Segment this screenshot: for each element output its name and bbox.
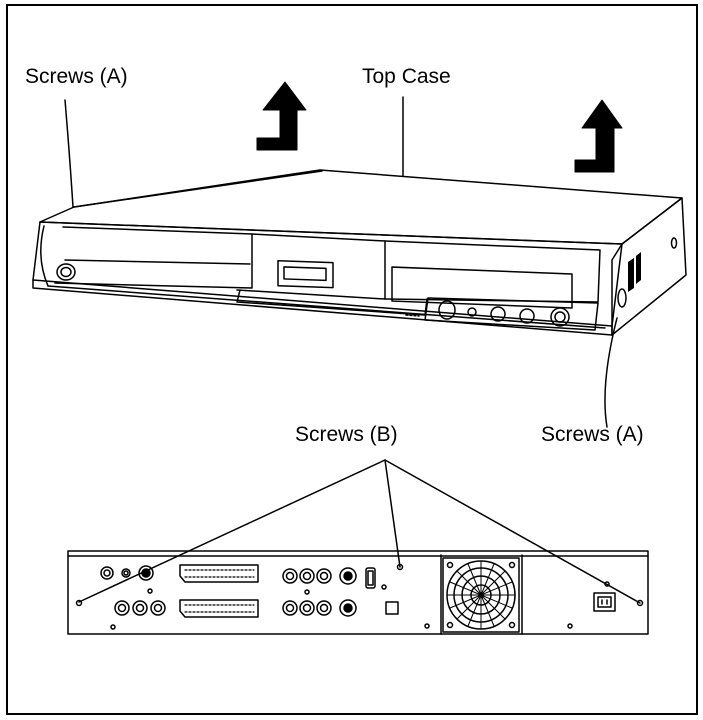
control-button-2 bbox=[519, 308, 535, 324]
scart-connector-2 bbox=[179, 599, 259, 618]
rear-screw bbox=[424, 623, 430, 629]
up-arrow-icon bbox=[256, 81, 307, 151]
recorder-unit bbox=[32, 169, 687, 336]
hdmi-port-inner bbox=[367, 570, 374, 586]
control-button-3-inner bbox=[554, 311, 566, 323]
button-panel bbox=[424, 297, 599, 331]
rca-jack bbox=[150, 600, 166, 616]
control-button-3 bbox=[550, 307, 570, 327]
top-case bbox=[39, 169, 683, 245]
tray-slot bbox=[64, 259, 251, 265]
antenna-in-jack bbox=[100, 566, 114, 580]
av-jack-group bbox=[282, 567, 357, 617]
rear-panel bbox=[67, 550, 649, 635]
power-button bbox=[56, 263, 76, 281]
rca-jack bbox=[132, 600, 148, 616]
label-screws-b: Screws (B) bbox=[295, 423, 398, 446]
leader-screws-b-middle bbox=[384, 459, 401, 568]
front-bezel bbox=[32, 221, 623, 327]
rca-jack bbox=[114, 600, 130, 616]
screw-b-right bbox=[636, 599, 644, 607]
rear-screw bbox=[604, 581, 610, 587]
disc-tray-panel bbox=[54, 226, 253, 289]
leader-screws-a-top bbox=[64, 99, 74, 208]
front-flap-door bbox=[236, 289, 428, 316]
antenna-in-jack-inner bbox=[103, 569, 111, 577]
small-button bbox=[467, 307, 477, 317]
small-jack-inner bbox=[123, 570, 129, 576]
label-screws-a-top: Screws (A) bbox=[25, 65, 128, 88]
antenna-out-jack bbox=[138, 565, 154, 581]
leader-screws-b-right bbox=[384, 459, 641, 604]
leader-screws-b-left bbox=[78, 459, 386, 603]
bezel-lower-line bbox=[47, 285, 606, 329]
center-display-window bbox=[277, 259, 334, 289]
rca-jack-inner bbox=[117, 603, 127, 613]
rear-screw bbox=[110, 624, 116, 630]
side-vents bbox=[628, 252, 641, 292]
jog-button bbox=[438, 300, 456, 320]
optical-port bbox=[385, 601, 399, 615]
scart-connector-1 bbox=[179, 564, 259, 583]
rear-screw bbox=[567, 623, 573, 629]
label-screws-a-right: Screws (A) bbox=[541, 423, 644, 446]
flap-dots bbox=[405, 314, 420, 317]
right-corner bbox=[611, 243, 623, 336]
power-inlet bbox=[593, 592, 616, 612]
screw-b-middle bbox=[396, 563, 404, 571]
center-flap bbox=[236, 233, 386, 300]
side-hole bbox=[670, 237, 678, 249]
rca-jack-inner bbox=[135, 603, 145, 613]
top-front-edge bbox=[39, 221, 623, 245]
cooling-fan bbox=[440, 554, 523, 635]
control-button-1 bbox=[490, 306, 506, 322]
hdmi-port bbox=[365, 567, 376, 589]
up-arrow-icon bbox=[574, 99, 623, 173]
small-hole bbox=[147, 588, 153, 594]
rear-screw bbox=[381, 584, 387, 590]
right-side-panel bbox=[611, 197, 687, 336]
side-screw-a bbox=[617, 288, 627, 308]
label-top-case: Top Case bbox=[362, 65, 451, 88]
diagram-frame bbox=[6, 4, 698, 715]
top-edge-line bbox=[73, 170, 323, 208]
rca-jack-inner bbox=[153, 603, 163, 613]
display-inner bbox=[283, 266, 327, 282]
small-jack bbox=[121, 568, 131, 578]
left-bezel-curve bbox=[40, 225, 49, 287]
power-button-inner bbox=[60, 266, 72, 278]
screw-b-left bbox=[75, 599, 83, 607]
rear-panel-outline bbox=[67, 550, 649, 635]
lift-arrow-left bbox=[256, 81, 307, 151]
leader-screws-a-right bbox=[604, 317, 618, 428]
front-bottom-lip bbox=[32, 279, 613, 336]
display-window bbox=[391, 266, 573, 309]
lift-arrow-right bbox=[574, 99, 623, 173]
antenna-out-jack-inner bbox=[141, 568, 151, 578]
